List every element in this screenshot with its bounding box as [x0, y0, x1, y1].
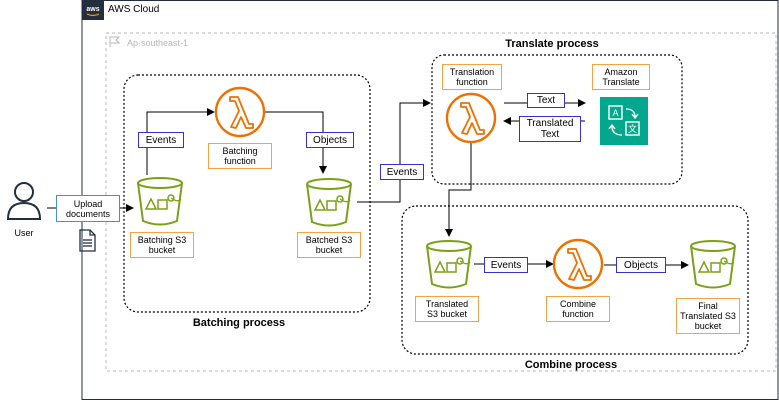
svg-text:aws: aws — [86, 6, 99, 13]
batching-bucket-label: Batching S3 bucket — [130, 232, 194, 258]
translated-bucket-label: Translated S3 bucket — [415, 296, 479, 322]
translate-events-label: Events — [380, 164, 424, 180]
document-icon — [79, 229, 96, 252]
amazon-translate-label: Amazon Translate — [592, 64, 650, 90]
amazon-translate-icon: A 文 — [600, 97, 648, 145]
translated-text-label: Translated Text — [519, 116, 581, 142]
translation-lambda-icon — [445, 92, 497, 144]
region-flag-icon — [107, 34, 121, 48]
final-s3-bucket-icon — [690, 240, 736, 289]
combine-process-title: Combine process — [524, 359, 618, 371]
text-label: Text — [527, 93, 565, 108]
upload-documents-label: Upload documents — [56, 195, 120, 222]
batched-bucket-label: Batched S3 bucket — [297, 232, 361, 258]
translated-s3-bucket-icon — [426, 240, 472, 289]
user-label: User — [14, 228, 34, 238]
batching-objects-label: Objects — [306, 132, 354, 148]
aws-cloud-group — [81, 0, 779, 400]
svg-text:A: A — [612, 108, 618, 118]
region-title: Ap-southeast-1 — [127, 38, 189, 48]
batching-events-label: Events — [138, 132, 184, 148]
combine-objects-label: Objects — [616, 257, 666, 273]
combine-function-label: Combine function — [546, 296, 610, 322]
batching-s3-bucket-icon — [137, 177, 183, 226]
aws-logo-icon: aws — [82, 0, 104, 20]
batching-process-group — [123, 74, 371, 313]
aws-cloud-title: AWS Cloud — [108, 4, 160, 15]
batched-s3-bucket-icon — [306, 178, 352, 227]
translate-process-title: Translate process — [505, 38, 599, 50]
user-icon — [6, 182, 42, 220]
combine-lambda-icon — [552, 238, 604, 290]
combine-process-group — [401, 205, 749, 355]
translation-function-label: Translation function — [442, 64, 502, 90]
batching-function-label: Batching function — [208, 143, 272, 169]
batching-process-title: Batching process — [192, 317, 286, 329]
combine-events-label: Events — [484, 257, 528, 273]
svg-text:文: 文 — [628, 123, 637, 134]
batching-lambda-icon — [214, 86, 266, 138]
final-bucket-label: Final Translated S3 bucket — [676, 298, 740, 334]
translate-process-group — [431, 54, 683, 185]
